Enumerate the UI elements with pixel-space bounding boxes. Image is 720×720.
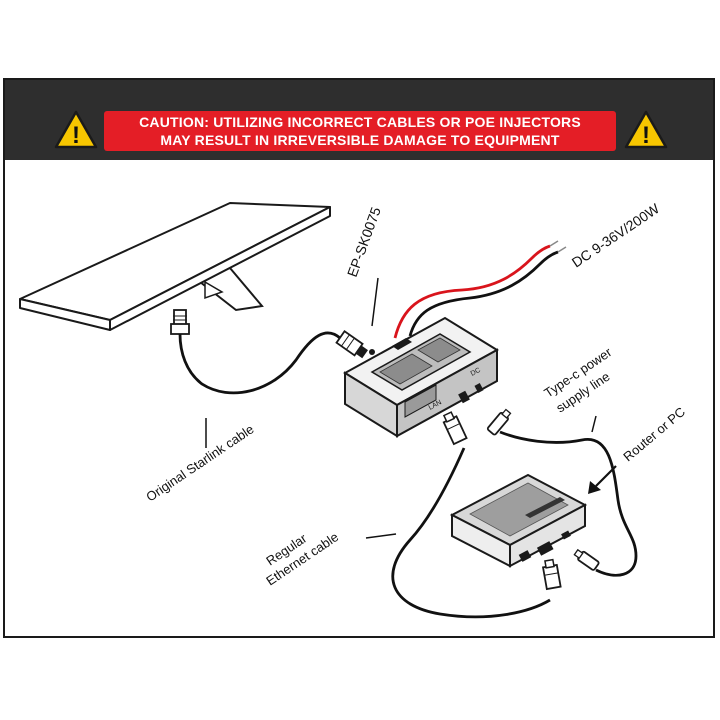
dc-wire-red <box>393 244 551 339</box>
dc-wire-black-tip <box>557 246 567 253</box>
ethernet-cable <box>391 447 551 619</box>
router-arrow <box>588 465 617 494</box>
model-leader-line <box>371 277 379 327</box>
adapter-box <box>343 316 499 438</box>
starlink-adapter-connector <box>335 329 368 359</box>
port-dc-label: DC <box>470 367 482 378</box>
starlink-cable-label: Original Starlink cable <box>143 421 256 504</box>
router-label: Router or PC <box>620 404 688 464</box>
caution-text-line-1: CAUTION: UTILIZING INCORRECT CABLES OR P… <box>139 114 581 130</box>
ethernet-plug-adapter <box>442 411 468 446</box>
typec-plug-adapter <box>486 408 512 436</box>
dc-wire-red-tip <box>549 240 559 247</box>
warning-triangle-icon-left: ! <box>54 110 98 149</box>
starlink-dish <box>19 202 331 331</box>
model-label: EP-SK0075 <box>344 205 384 279</box>
warning-triangle-icon-right: ! <box>624 110 668 149</box>
typec-cable <box>499 430 638 577</box>
router-device <box>449 473 588 568</box>
typec-plug-router <box>573 548 600 571</box>
warning-mark-left: ! <box>72 122 80 149</box>
ethernet-leader-line <box>365 533 397 539</box>
warning-mark-right: ! <box>642 122 650 149</box>
dc-wire-black <box>408 250 559 337</box>
diagram-frame <box>3 78 715 638</box>
typec-leader-line <box>591 415 597 433</box>
caution-box <box>104 111 616 151</box>
starlink-cable <box>178 331 341 395</box>
caution-text-line-2: MAY RESULT IN IRREVERSIBLE DAMAGE TO EQU… <box>160 132 560 148</box>
dc-input-label: DC 9-36V/200W <box>569 200 663 271</box>
ethernet-plug-router <box>541 558 562 591</box>
starlink-dish-connector <box>170 309 190 335</box>
